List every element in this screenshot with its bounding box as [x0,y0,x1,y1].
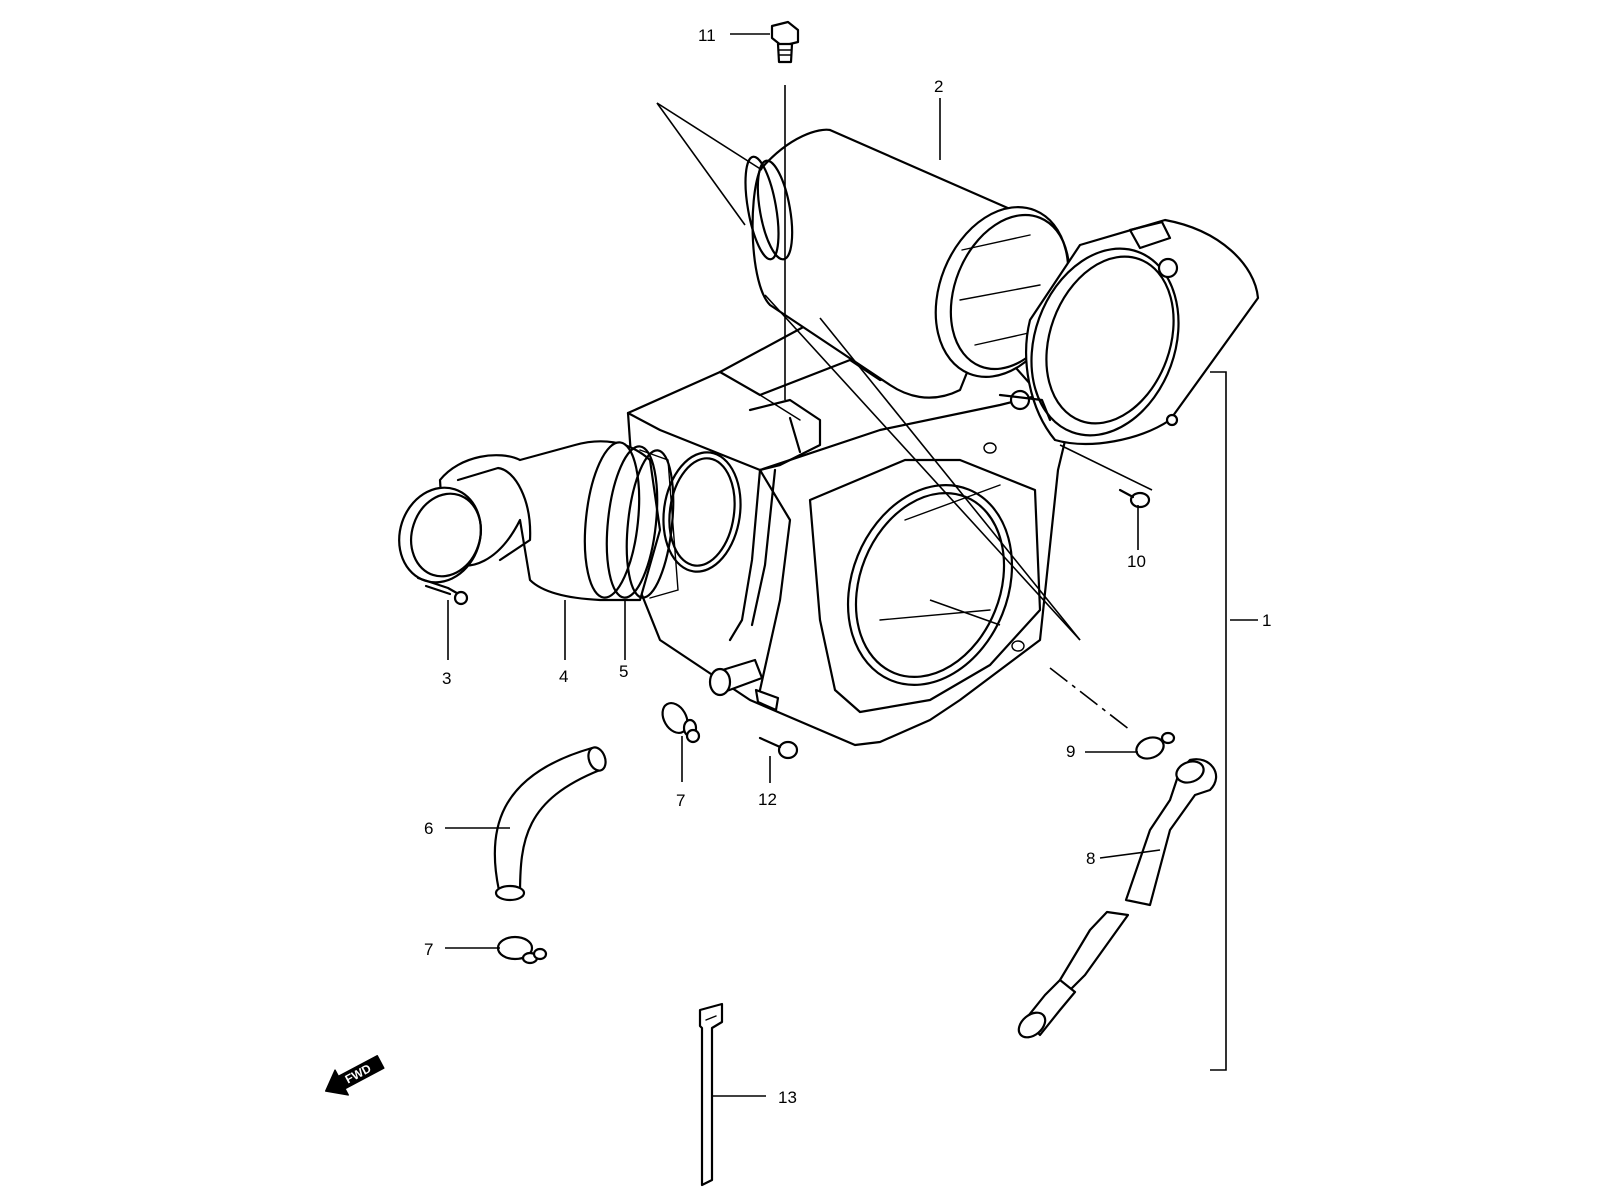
callout-1: 1 [1262,611,1271,630]
assembly-bracket [1210,371,1227,1071]
fwd-arrow-icon: FWD [324,1054,385,1096]
hose-clip-right [1135,731,1176,760]
callout-4: 4 [559,667,568,686]
hose-clip-upper [661,701,701,744]
drain-hose [493,746,607,902]
callout-12: 12 [758,790,777,809]
callout-10: 10 [1127,552,1146,571]
callout-3: 3 [442,669,451,688]
callout-7-upper: 7 [676,791,685,810]
callout-2: 2 [934,77,943,96]
screw-12 [758,736,799,760]
callout-7-lower: 7 [424,940,433,959]
band-strap [698,1002,724,1187]
bolt-11 [770,20,800,64]
air-cleaner-box [626,316,1072,747]
callout-5: 5 [619,662,628,681]
callout-13: 13 [778,1088,797,1107]
inlet-duct [398,440,679,602]
screw-10 [1118,488,1151,509]
filter-cap [998,218,1260,446]
callout-labels: 1 2 3 4 5 6 7 7 8 9 10 11 12 13 [424,26,1271,1107]
callout-8: 8 [1086,849,1095,868]
callout-11: 11 [698,26,716,45]
callout-6: 6 [424,819,433,838]
hose-clamp [416,576,469,606]
leader-lines [445,33,1258,1097]
assembly-lines [656,85,1153,731]
hose-clip-lower [496,935,548,965]
callout-9: 9 [1066,742,1075,761]
breather-hose [1017,758,1218,1039]
